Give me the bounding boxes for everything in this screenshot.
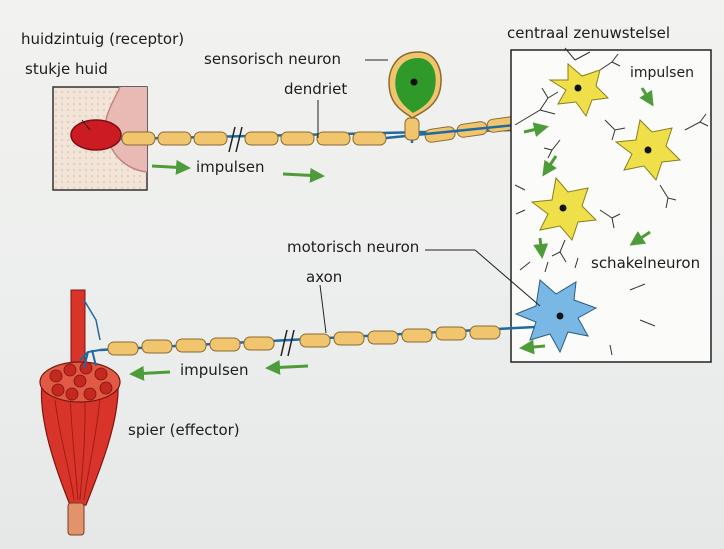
- cns-label: centraal zenuwstelsel: [507, 26, 670, 41]
- muscle-effector: [40, 290, 120, 535]
- interneuron-label: schakelneuron: [591, 256, 700, 271]
- skin-label: stukje huid: [25, 62, 108, 77]
- impulses-bottom-label: impulsen: [180, 363, 249, 378]
- sensory-neuron-label: sensorisch neuron: [204, 52, 341, 67]
- receptor-icon: [71, 120, 121, 150]
- cns-impulses-label: impulsen: [630, 66, 694, 80]
- sensory-fiber: [120, 116, 518, 152]
- motor-neuron-label: motorisch neuron: [287, 240, 419, 255]
- impulses-top-label: impulsen: [196, 160, 265, 175]
- receptor-label: huidzintuig (receptor): [21, 32, 184, 47]
- dendrite-label: dendriet: [284, 82, 347, 97]
- motor-fiber: [100, 326, 535, 356]
- axon-label: axon: [306, 270, 342, 285]
- effector-label: spier (effector): [128, 423, 240, 438]
